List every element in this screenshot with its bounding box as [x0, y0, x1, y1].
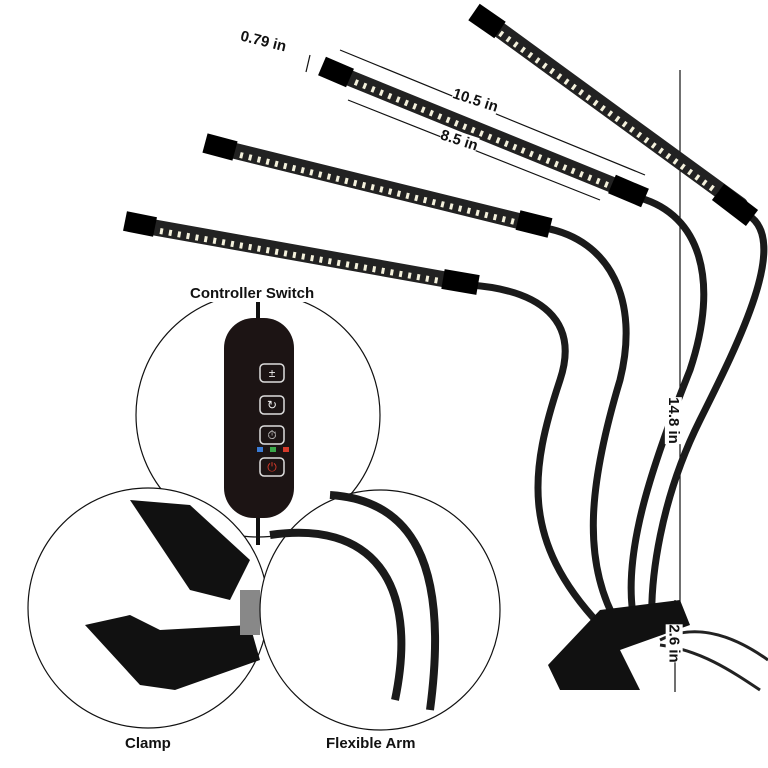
clamp-height-label: 2.6 in	[665, 624, 683, 663]
arm-3	[627, 194, 708, 629]
light-bar-1	[123, 211, 480, 295]
arm-1	[466, 281, 604, 629]
gooseneck-arms	[466, 194, 768, 629]
mode-button[interactable]: ↻	[266, 398, 278, 412]
dimmer-button[interactable]: ±	[268, 366, 276, 380]
arm-callout	[259, 489, 501, 731]
timer-button[interactable]: ⏱	[267, 428, 277, 442]
controller-callout	[135, 292, 381, 545]
power-button[interactable]: ⏻	[267, 460, 277, 474]
clamp-base	[548, 600, 768, 692]
arm-2	[541, 224, 630, 629]
controller-buttons: ± ↻ ⏱ ⏻	[260, 364, 284, 476]
controller-body	[224, 318, 294, 518]
clamp-callout	[27, 487, 269, 729]
light-bar-2	[202, 133, 553, 238]
light-bar-3	[318, 56, 649, 208]
arm-4	[648, 211, 768, 629]
total-height-label: 14.8 in	[664, 397, 682, 444]
light-bars	[123, 3, 759, 295]
light-bar-4	[468, 3, 759, 226]
controller-switch-label: Controller Switch	[190, 285, 315, 302]
flexible-arm-label: Flexible Arm	[326, 735, 416, 752]
clamp-label: Clamp	[125, 735, 171, 752]
